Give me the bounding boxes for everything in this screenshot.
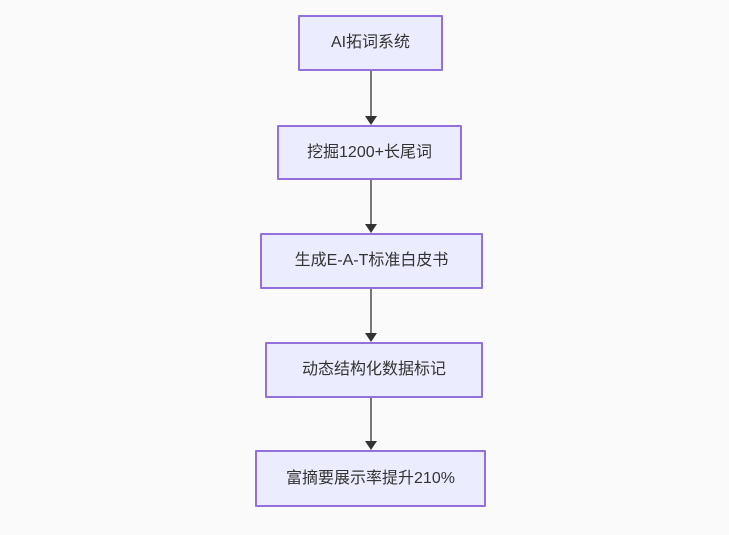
- edge-line: [370, 398, 372, 442]
- flow-node-ai-word-expansion-system: AI拓词系统: [298, 15, 443, 71]
- flow-node-label: 动态结构化数据标记: [301, 361, 446, 379]
- flow-edge-3: [364, 289, 378, 342]
- edge-line: [370, 71, 372, 117]
- flow-edge-1: [364, 71, 378, 125]
- flow-node-rich-snippet-rate-increase: 富摘要展示率提升210%: [255, 450, 486, 507]
- flow-node-longtail-keyword-mining: 挖掘1200+长尾词: [277, 125, 462, 180]
- flow-node-eat-standard-whitepaper: 生成E-A-T标准白皮书: [260, 233, 483, 289]
- arrowhead-down-icon: [365, 441, 377, 450]
- arrowhead-down-icon: [365, 224, 377, 233]
- edge-line: [370, 180, 372, 225]
- flow-edge-2: [364, 180, 378, 233]
- flow-edge-4: [364, 398, 378, 450]
- edge-line: [370, 289, 372, 334]
- arrowhead-down-icon: [365, 116, 377, 125]
- flow-node-label: 富摘要展示率提升210%: [286, 469, 455, 487]
- flow-node-label: 生成E-A-T标准白皮书: [294, 252, 449, 270]
- flow-node-label: 挖掘1200+长尾词: [307, 143, 432, 161]
- flow-node-label: AI拓词系统: [330, 34, 411, 52]
- flow-node-dynamic-structured-data-markup: 动态结构化数据标记: [265, 342, 483, 398]
- arrowhead-down-icon: [365, 333, 377, 342]
